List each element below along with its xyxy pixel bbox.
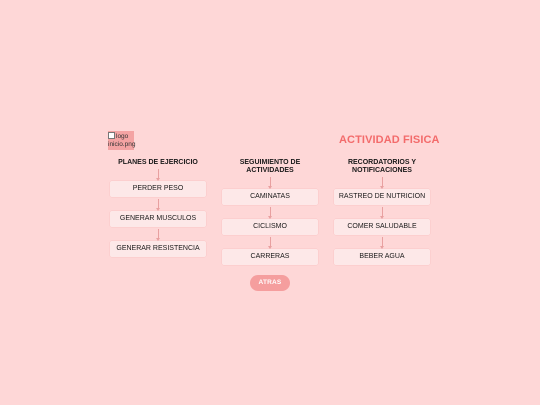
column-exercise-plans: PLANES DE EJERCICIO PERDER PESO GENERAR … — [110, 159, 206, 257]
column-heading: RECORDATORIOS Y NOTIFICACIONES — [347, 159, 417, 174]
logo-alt-text: logo inicio.png — [108, 132, 148, 148]
broken-image-icon — [108, 132, 115, 139]
column-activity-tracking: SEGUIMIENTO DE ACTIVIDADES CAMINATAS CIC… — [222, 159, 318, 265]
menu-item-beber-agua[interactable]: BEBER AGUA — [334, 249, 430, 265]
menu-item-rastreo-nutricion[interactable]: RASTREO DE NUTRICION — [334, 189, 430, 205]
down-arrow-icon — [222, 175, 318, 189]
column-heading: PLANES DE EJERCICIO — [118, 159, 198, 166]
menu-item-ciclismo[interactable]: CICLISMO — [222, 219, 318, 235]
down-arrow-icon — [110, 227, 206, 241]
column-heading: SEGUIMIENTO DE ACTIVIDADES — [239, 159, 301, 174]
page-title: ACTIVIDAD FISICA — [339, 134, 440, 146]
menu-item-caminatas[interactable]: CAMINATAS — [222, 189, 318, 205]
column-reminders: RECORDATORIOS Y NOTIFICACIONES RASTREO D… — [334, 159, 430, 265]
menu-item-carreras[interactable]: CARRERAS — [222, 249, 318, 265]
menu-item-generar-resistencia[interactable]: GENERAR RESISTENCIA — [110, 241, 206, 257]
down-arrow-icon — [222, 235, 318, 249]
down-arrow-icon — [110, 197, 206, 211]
menu-item-generar-musculos[interactable]: GENERAR MUSCULOS — [110, 211, 206, 227]
logo-alt-label: logo inicio.png — [108, 133, 136, 148]
menu-item-perder-peso[interactable]: PERDER PESO — [110, 181, 206, 197]
back-button[interactable]: ATRAS — [250, 275, 290, 291]
down-arrow-icon — [334, 235, 430, 249]
down-arrow-icon — [334, 175, 430, 189]
menu-item-comer-saludable[interactable]: COMER SALUDABLE — [334, 219, 430, 235]
down-arrow-icon — [222, 205, 318, 219]
down-arrow-icon — [334, 205, 430, 219]
down-arrow-icon — [110, 167, 206, 181]
